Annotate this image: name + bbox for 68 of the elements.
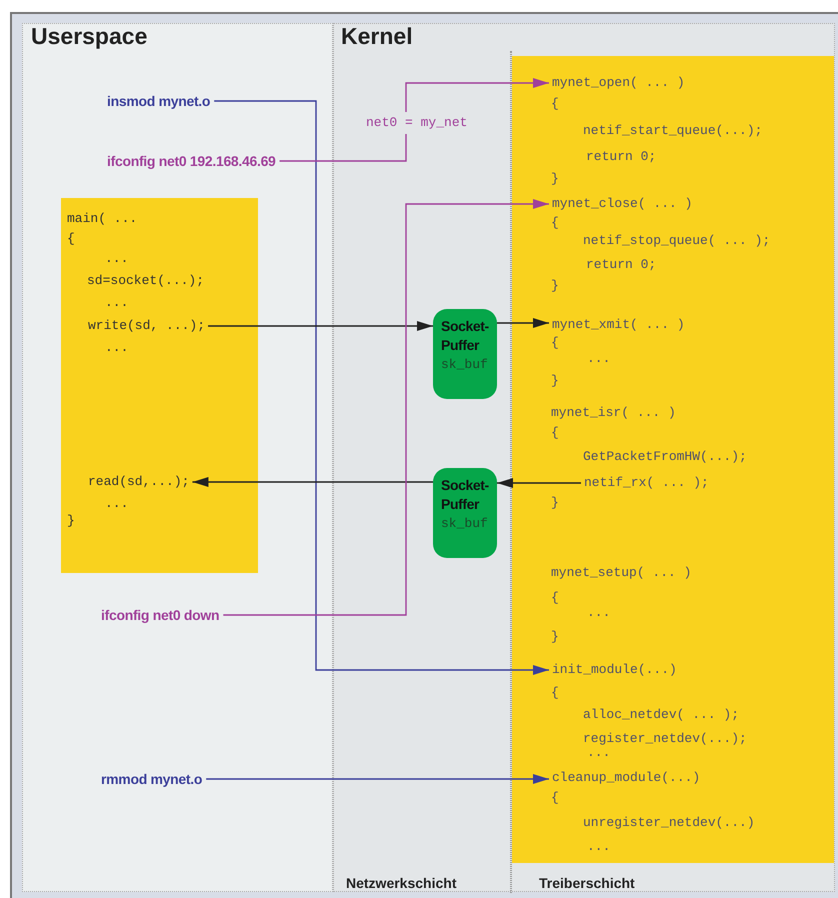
buffer-type-label: sk_buf <box>441 356 489 374</box>
arrow <box>192 477 433 487</box>
code-line: sd=socket(...); <box>87 272 204 290</box>
code-line: { <box>551 95 559 113</box>
code-line: netif_start_queue(...); <box>583 122 762 140</box>
code-line: unregister_netdev(...) <box>583 814 755 832</box>
arrow <box>405 78 549 112</box>
code-line: alloc_netdev( ... ); <box>583 706 740 724</box>
code-line: { <box>551 684 559 702</box>
code-line: netif_rx( ... ); <box>581 474 712 492</box>
arrow <box>208 321 433 331</box>
panel-heading: Kernel <box>341 27 413 45</box>
buffer-title: Socket-Puffer <box>441 476 490 514</box>
arrow <box>223 199 549 616</box>
code-line: } <box>551 494 559 512</box>
command-label: insmod mynet.o <box>103 92 214 110</box>
code-line: mynet_isr( ... ) <box>551 404 676 422</box>
arrow <box>214 100 549 675</box>
code-line: } <box>551 628 559 646</box>
code-line: } <box>551 277 559 295</box>
buffer-title: Socket-Puffer <box>441 317 490 355</box>
command-label: rmmod mynet.o <box>97 770 206 788</box>
code-line: mynet_open( ... ) <box>549 74 688 92</box>
code-line: } <box>551 372 559 390</box>
code-line: mynet_setup( ... ) <box>551 564 692 582</box>
code-line: ... <box>587 604 610 622</box>
code-line: main( ... <box>67 210 138 228</box>
code-line: { <box>551 589 559 607</box>
code-line: ... <box>105 250 128 268</box>
arrow <box>497 478 581 488</box>
code-line: } <box>67 512 75 530</box>
code-block <box>61 198 258 573</box>
code-line: mynet_close( ... ) <box>549 195 696 213</box>
socket-buffer-box <box>433 468 497 558</box>
code-line: cleanup_module(...) <box>549 769 704 787</box>
code-line: ... <box>105 495 128 513</box>
arrow <box>206 774 549 784</box>
code-line: GetPacketFromHW(...); <box>583 448 747 466</box>
column-heading: Treiberschicht <box>539 874 635 892</box>
code-line: { <box>551 334 559 352</box>
column-heading: Netzwerkschicht <box>346 874 456 892</box>
code-line: ... <box>105 339 128 357</box>
code-line: ... <box>105 294 128 312</box>
code-line: ... <box>587 350 610 368</box>
code-line: mynet_xmit( ... ) <box>549 316 688 334</box>
code-line: write(sd, ...); <box>85 317 208 335</box>
code-line: init_module(...) <box>549 661 680 679</box>
socket-buffer-box <box>433 309 497 399</box>
kernel-panel <box>333 23 835 892</box>
buffer-type-label: sk_buf <box>441 515 489 533</box>
code-line: } <box>551 170 559 188</box>
code-line: return 0; <box>586 256 656 274</box>
code-line: { <box>551 789 559 807</box>
code-line: ... <box>587 745 610 762</box>
code-line: { <box>551 424 559 442</box>
arrow <box>497 318 549 328</box>
code-line: ... <box>587 838 610 856</box>
code-line: { <box>551 214 559 232</box>
code-line: read(sd,...); <box>85 473 192 491</box>
code-line: register_netdev(...); <box>583 730 747 748</box>
code-line: netif_stop_queue( ... ); <box>583 232 770 250</box>
command-label: ifconfig net0 192.168.46.69 <box>103 152 280 170</box>
connector-line <box>280 134 407 162</box>
code-line: { <box>67 230 75 248</box>
userspace-panel <box>22 23 333 892</box>
code-line: return 0; <box>586 148 656 166</box>
assignment-label: net0 = my_net <box>363 112 470 134</box>
command-label: ifconfig net0 down <box>97 606 224 624</box>
